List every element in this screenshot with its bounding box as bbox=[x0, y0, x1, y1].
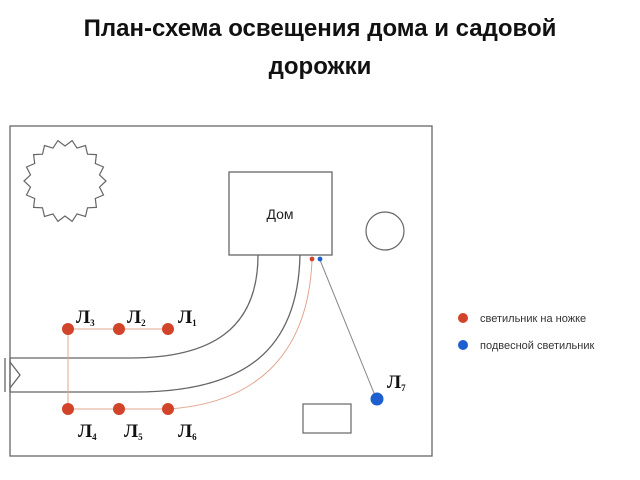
legend-swatch bbox=[458, 313, 468, 323]
lamp-label: Л6 bbox=[178, 421, 197, 442]
legend: светильник на ножке подвесной светильник bbox=[458, 313, 595, 352]
title-line-1: План-схема освещения дома и садовой bbox=[83, 15, 557, 42]
connection-point-blue bbox=[317, 256, 323, 262]
lamp-l3: Л3 bbox=[62, 307, 95, 335]
lamp-l4: Л4 bbox=[62, 403, 97, 442]
legend-label: подвесной светильник bbox=[480, 340, 595, 352]
house-label: Дом bbox=[266, 206, 293, 222]
diagram-title: План-схема освещения дома и садовой доро… bbox=[0, 10, 640, 86]
wire-ground-lamps bbox=[67, 259, 313, 410]
outbuilding bbox=[302, 403, 352, 434]
legend-label: светильник на ножке bbox=[480, 313, 586, 325]
round-feature bbox=[365, 211, 405, 251]
wire-hanging-lamp bbox=[319, 259, 377, 399]
lamp-marker bbox=[162, 323, 174, 335]
lamp-marker bbox=[62, 403, 74, 415]
lamp-label: Л5 bbox=[124, 421, 143, 442]
legend-item-hanging-lamp: подвесной светильник bbox=[458, 340, 595, 352]
garden-path-inner-edge bbox=[10, 254, 301, 393]
lamp-label: Л7 bbox=[387, 372, 406, 393]
gate-icon bbox=[4, 358, 21, 392]
lamp-label: Л1 bbox=[178, 307, 197, 328]
lamp-l1: Л1 bbox=[162, 307, 197, 335]
lamp-l7: Л7 bbox=[370, 372, 406, 406]
lamp-marker bbox=[370, 392, 384, 406]
house bbox=[228, 171, 333, 256]
lamp-l2: Л2 bbox=[113, 307, 146, 335]
lamp-marker bbox=[113, 403, 125, 415]
title-line-2: дорожки bbox=[268, 53, 372, 80]
lamp-l5: Л5 bbox=[113, 403, 143, 442]
lamp-label: Л4 bbox=[78, 421, 97, 442]
legend-swatch bbox=[458, 340, 468, 350]
lamp-marker bbox=[162, 403, 174, 415]
lamp-l6: Л6 bbox=[162, 403, 197, 442]
lamp-marker bbox=[62, 323, 74, 335]
lamp-label: Л2 bbox=[127, 307, 146, 328]
legend-item-ground-lamp: светильник на ножке bbox=[458, 313, 586, 325]
garden-path-outer-edge bbox=[10, 254, 259, 359]
lamp-marker bbox=[113, 323, 125, 335]
connection-point-red bbox=[309, 256, 315, 262]
property-boundary bbox=[9, 125, 433, 457]
tree-icon bbox=[23, 139, 107, 223]
lamp-label: Л3 bbox=[76, 307, 95, 328]
